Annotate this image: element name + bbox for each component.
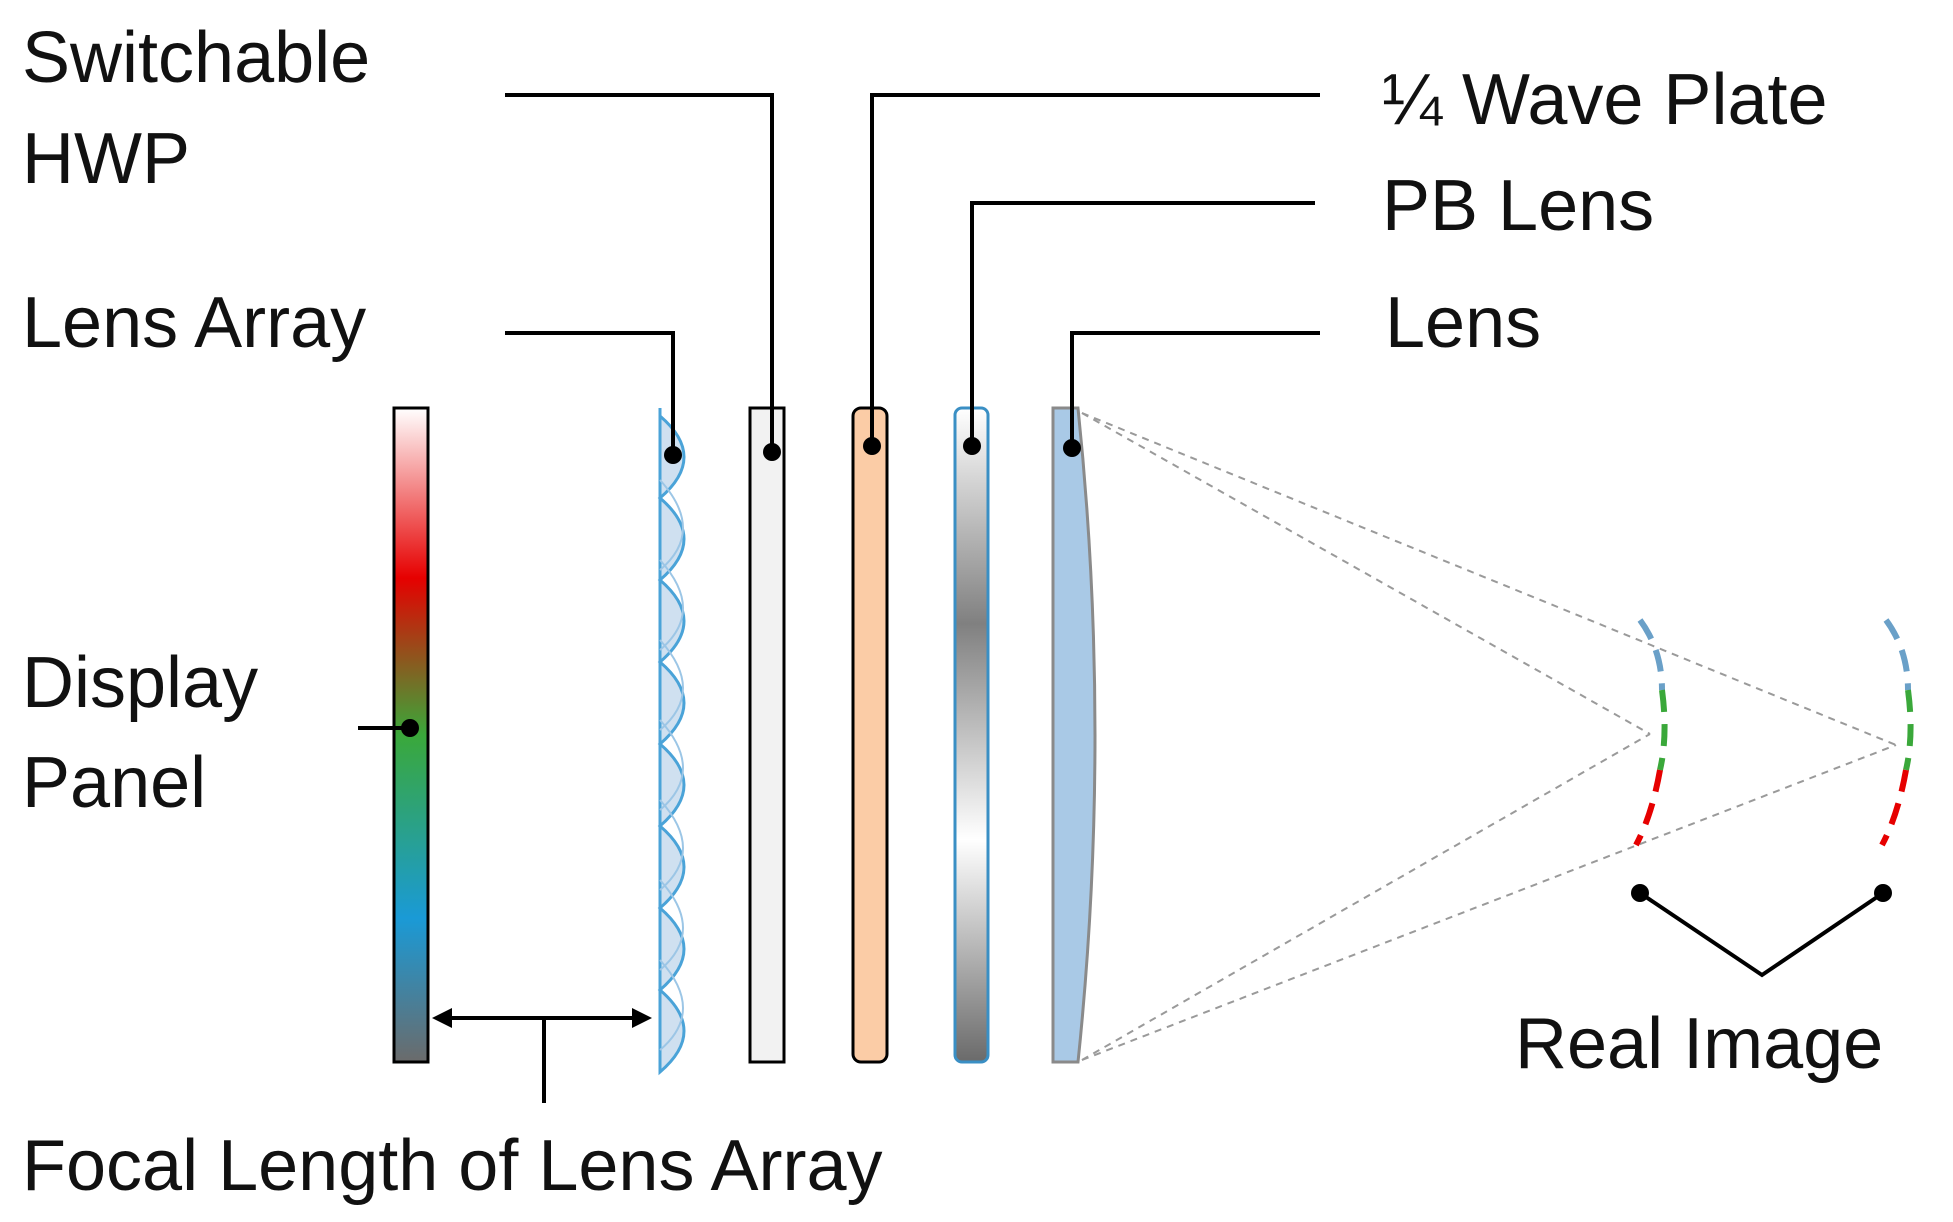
leader-lens (1070, 331, 1320, 448)
leader-real-image (1638, 891, 1885, 978)
label-pb-lens: PB Lens (1382, 166, 1654, 246)
focal-length-arrow (432, 1008, 652, 1103)
leader-switchable-hwp (505, 93, 774, 452)
label-switchable-hwp-line1: Switchable (22, 18, 370, 98)
leader-lens-array (505, 331, 675, 455)
lens (1051, 406, 1097, 1064)
label-real-image: Real Image (1515, 1004, 1883, 1084)
real-image-arcs (1633, 618, 1914, 847)
label-lens: Lens (1385, 283, 1541, 363)
label-switchable-hwp-line2: HWP (22, 119, 190, 199)
leader-pb-lens (970, 201, 1315, 446)
ray-lines (1081, 412, 1897, 1061)
label-quarter-wave-plate: ¼ Wave Plate (1382, 60, 1828, 140)
leader-quarter-wave (870, 93, 1320, 446)
label-focal-length: Focal Length of Lens Array (22, 1126, 883, 1206)
leader-lines (358, 93, 1885, 978)
leader-dots (401, 437, 1892, 902)
lens-array (657, 408, 686, 1076)
label-display-panel-line1: Display (22, 643, 258, 723)
switchable-hwp-plate (748, 406, 786, 1064)
quarter-wave-plate (851, 406, 889, 1064)
pb-lens (953, 406, 990, 1064)
display-panel (392, 406, 430, 1064)
label-lens-array: Lens Array (22, 283, 366, 363)
label-display-panel-line2: Panel (22, 743, 206, 823)
